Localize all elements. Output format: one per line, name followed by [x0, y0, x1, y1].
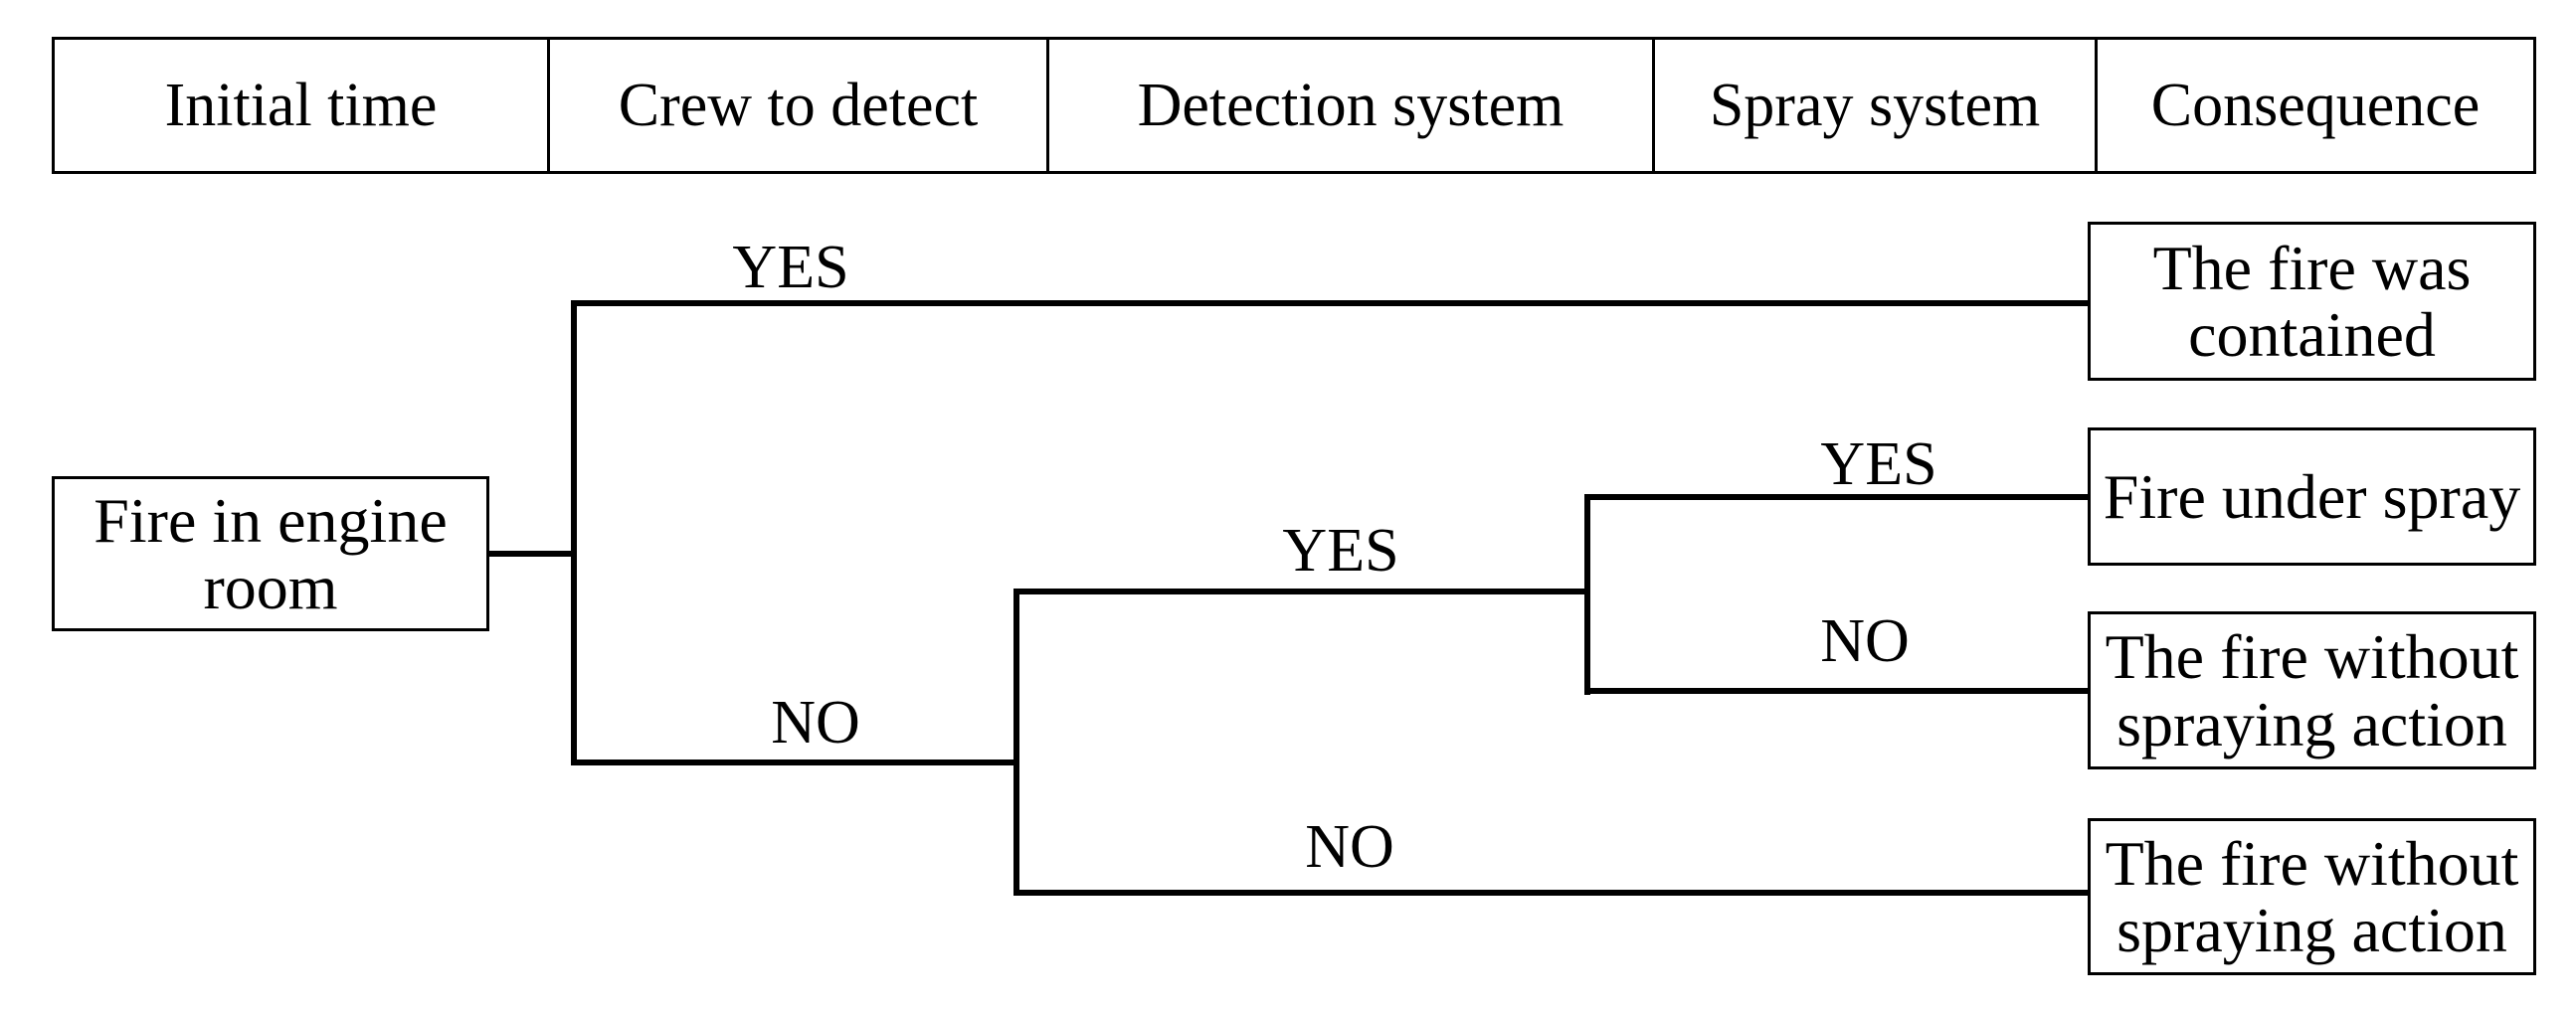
connector-spray-split-vertical: [1584, 494, 1590, 695]
branch-label-detection-yes: YES: [1282, 517, 1399, 585]
connector-crew-yes-branch: [571, 300, 2088, 306]
connector-detection-no-branch: [1013, 890, 2088, 896]
initiating-event-box: Fire in engine room: [52, 476, 489, 631]
header-cell-consequence: Consequence: [2095, 40, 2533, 171]
outcome-box-fire-contained: The fire was contained: [2088, 222, 2536, 381]
connector-crew-no-branch: [571, 760, 1019, 765]
branch-label-spray-yes: YES: [1820, 430, 1937, 498]
header-cell-crew-to-detect: Crew to detect: [547, 40, 1046, 171]
connector-spray-no-branch: [1584, 688, 2088, 694]
connector-spray-yes-branch: [1584, 494, 2088, 500]
header-cell-detection-system: Detection system: [1046, 40, 1652, 171]
connector-crew-split-vertical: [571, 300, 577, 765]
branch-label-crew-yes: YES: [732, 234, 849, 301]
header-cell-initial-time: Initial time: [164, 72, 438, 139]
connector-root-stem: [489, 551, 574, 557]
outcome-box-fire-under-spray: Fire under spray: [2088, 427, 2536, 566]
outcome-box-no-spray-detected: The fire without spraying action: [2088, 611, 2536, 769]
connector-detection-yes-branch: [1013, 589, 1590, 594]
header-row: Initial time Crew to detect Detection sy…: [52, 37, 2536, 174]
branch-label-detection-no: NO: [1305, 813, 1394, 881]
branch-label-spray-no: NO: [1820, 607, 1910, 675]
outcome-box-no-spray-undetected: The fire without spraying action: [2088, 818, 2536, 975]
branch-label-crew-no: NO: [771, 689, 860, 757]
header-cell-spray-system: Spray system: [1652, 40, 2095, 171]
connector-detection-split-vertical: [1013, 589, 1019, 896]
